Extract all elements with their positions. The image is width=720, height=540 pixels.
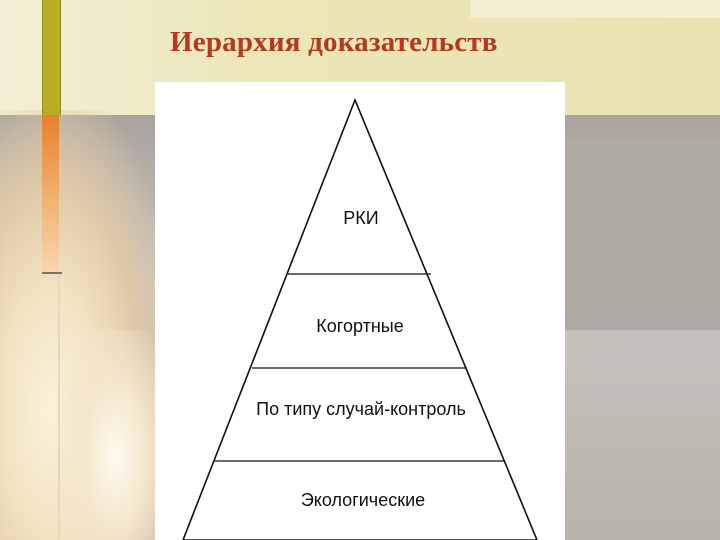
pyramid-level-rct: РКИ: [343, 208, 378, 228]
pyramid-outline: [182, 97, 538, 540]
pyramid-diagram: РКИ Когортные По типу случай-контроль Эк…: [182, 97, 538, 540]
slide-title: Иерархия доказательств: [170, 26, 498, 58]
accent-bar-orange: [42, 115, 59, 273]
pyramid-level-case-control: По типу случай-контроль: [256, 399, 466, 419]
pyramid-level-ecological: Экологические: [301, 490, 425, 510]
slide-background-strip: [470, 0, 720, 18]
slide-background-block: [560, 140, 720, 330]
pyramid-panel: РКИ Когортные По типу случай-контроль Эк…: [155, 82, 565, 540]
slide-background-glow: [60, 330, 170, 540]
accent-tick: [42, 272, 62, 274]
accent-line: [58, 273, 60, 540]
accent-bar-green: [42, 0, 61, 115]
pyramid-level-cohort: Когортные: [316, 316, 403, 336]
